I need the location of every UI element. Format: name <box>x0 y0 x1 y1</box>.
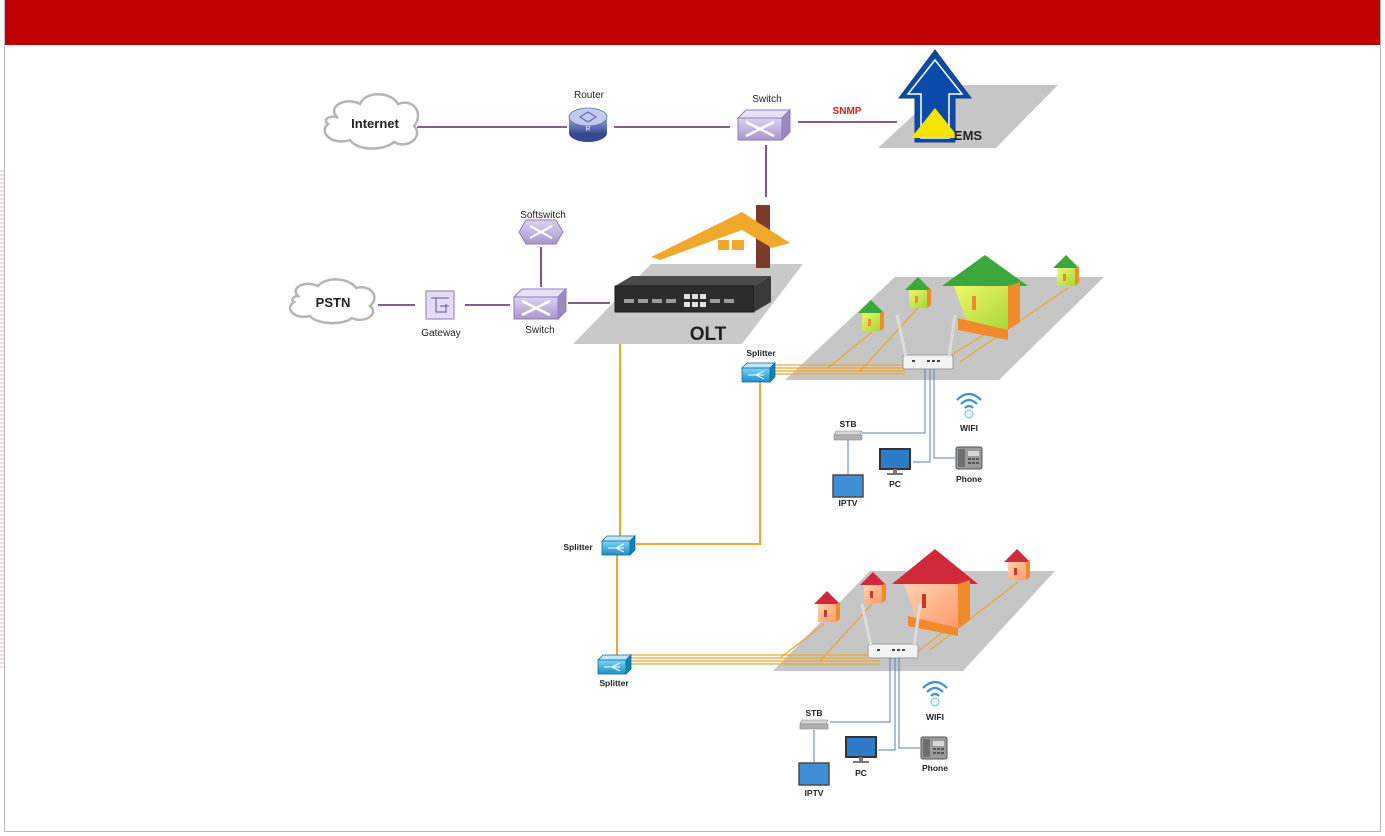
phone-upper-label: Phone <box>956 474 982 484</box>
pstn-cloud: PSTN <box>288 278 376 325</box>
stb-upper: STB <box>833 419 863 441</box>
iptv-upper: IPTV <box>832 474 864 508</box>
gateway-label: Gateway <box>421 328 460 339</box>
splitter-2-label: Splitter <box>563 542 593 552</box>
internet-cloud: Internet <box>323 93 420 150</box>
splitter-1: Splitter <box>741 348 776 383</box>
page-frame <box>4 0 1381 832</box>
router-label: Router <box>574 90 605 101</box>
pc-upper: PC <box>879 448 911 489</box>
olt-label: OLT <box>690 324 727 345</box>
iptv-lower: IPTV <box>798 762 830 798</box>
wifi-lower: WIFI <box>921 680 949 722</box>
olt-platform: OLT <box>573 205 803 345</box>
snmp-label: SNMP <box>833 106 862 117</box>
header-bar <box>4 0 1381 45</box>
left-edge-decoration <box>0 170 4 670</box>
wifi-upper: WIFI <box>955 392 983 433</box>
neighborhood-lower <box>630 549 1055 762</box>
pstn-label: PSTN <box>316 295 351 310</box>
splitter-1-label: Splitter <box>746 348 776 358</box>
iptv-upper-label: IPTV <box>839 498 858 508</box>
switch-top-label: Switch <box>752 94 781 105</box>
stb-upper-label: STB <box>840 419 857 429</box>
splitter-3: Splitter <box>597 654 632 688</box>
pc-lower-label: PC <box>855 768 867 778</box>
stb-lower: STB <box>799 708 829 730</box>
stb-lower-label: STB <box>806 708 823 718</box>
pc-upper-label: PC <box>889 479 901 489</box>
router-glyph: R <box>585 126 590 133</box>
ems-label: EMS <box>954 128 983 143</box>
switch-mid-label: Switch <box>525 325 554 336</box>
phone-lower: Phone <box>920 736 948 773</box>
splitter-3-label: Splitter <box>599 678 629 688</box>
fiber-trunks <box>606 344 761 657</box>
wifi-lower-label: WIFI <box>926 712 944 722</box>
phone-lower-label: Phone <box>922 763 948 773</box>
pc-lower: PC <box>845 736 877 778</box>
gateway: Gateway <box>421 290 461 339</box>
neighborhood-upper <box>775 255 1104 475</box>
softswitch: Softswitch <box>518 210 566 245</box>
switch-top: Switch <box>736 94 792 142</box>
phone-upper: Phone <box>955 446 983 484</box>
wifi-upper-label: WIFI <box>960 423 978 433</box>
iptv-lower-label: IPTV <box>805 788 824 798</box>
switch-mid: Switch <box>512 287 568 336</box>
router: R Router <box>568 90 608 142</box>
splitter-2: Splitter <box>563 535 636 556</box>
softswitch-label: Softswitch <box>520 210 566 221</box>
ems-platform: EMS <box>878 49 1058 148</box>
core-links <box>378 121 897 306</box>
internet-label: Internet <box>351 116 399 131</box>
